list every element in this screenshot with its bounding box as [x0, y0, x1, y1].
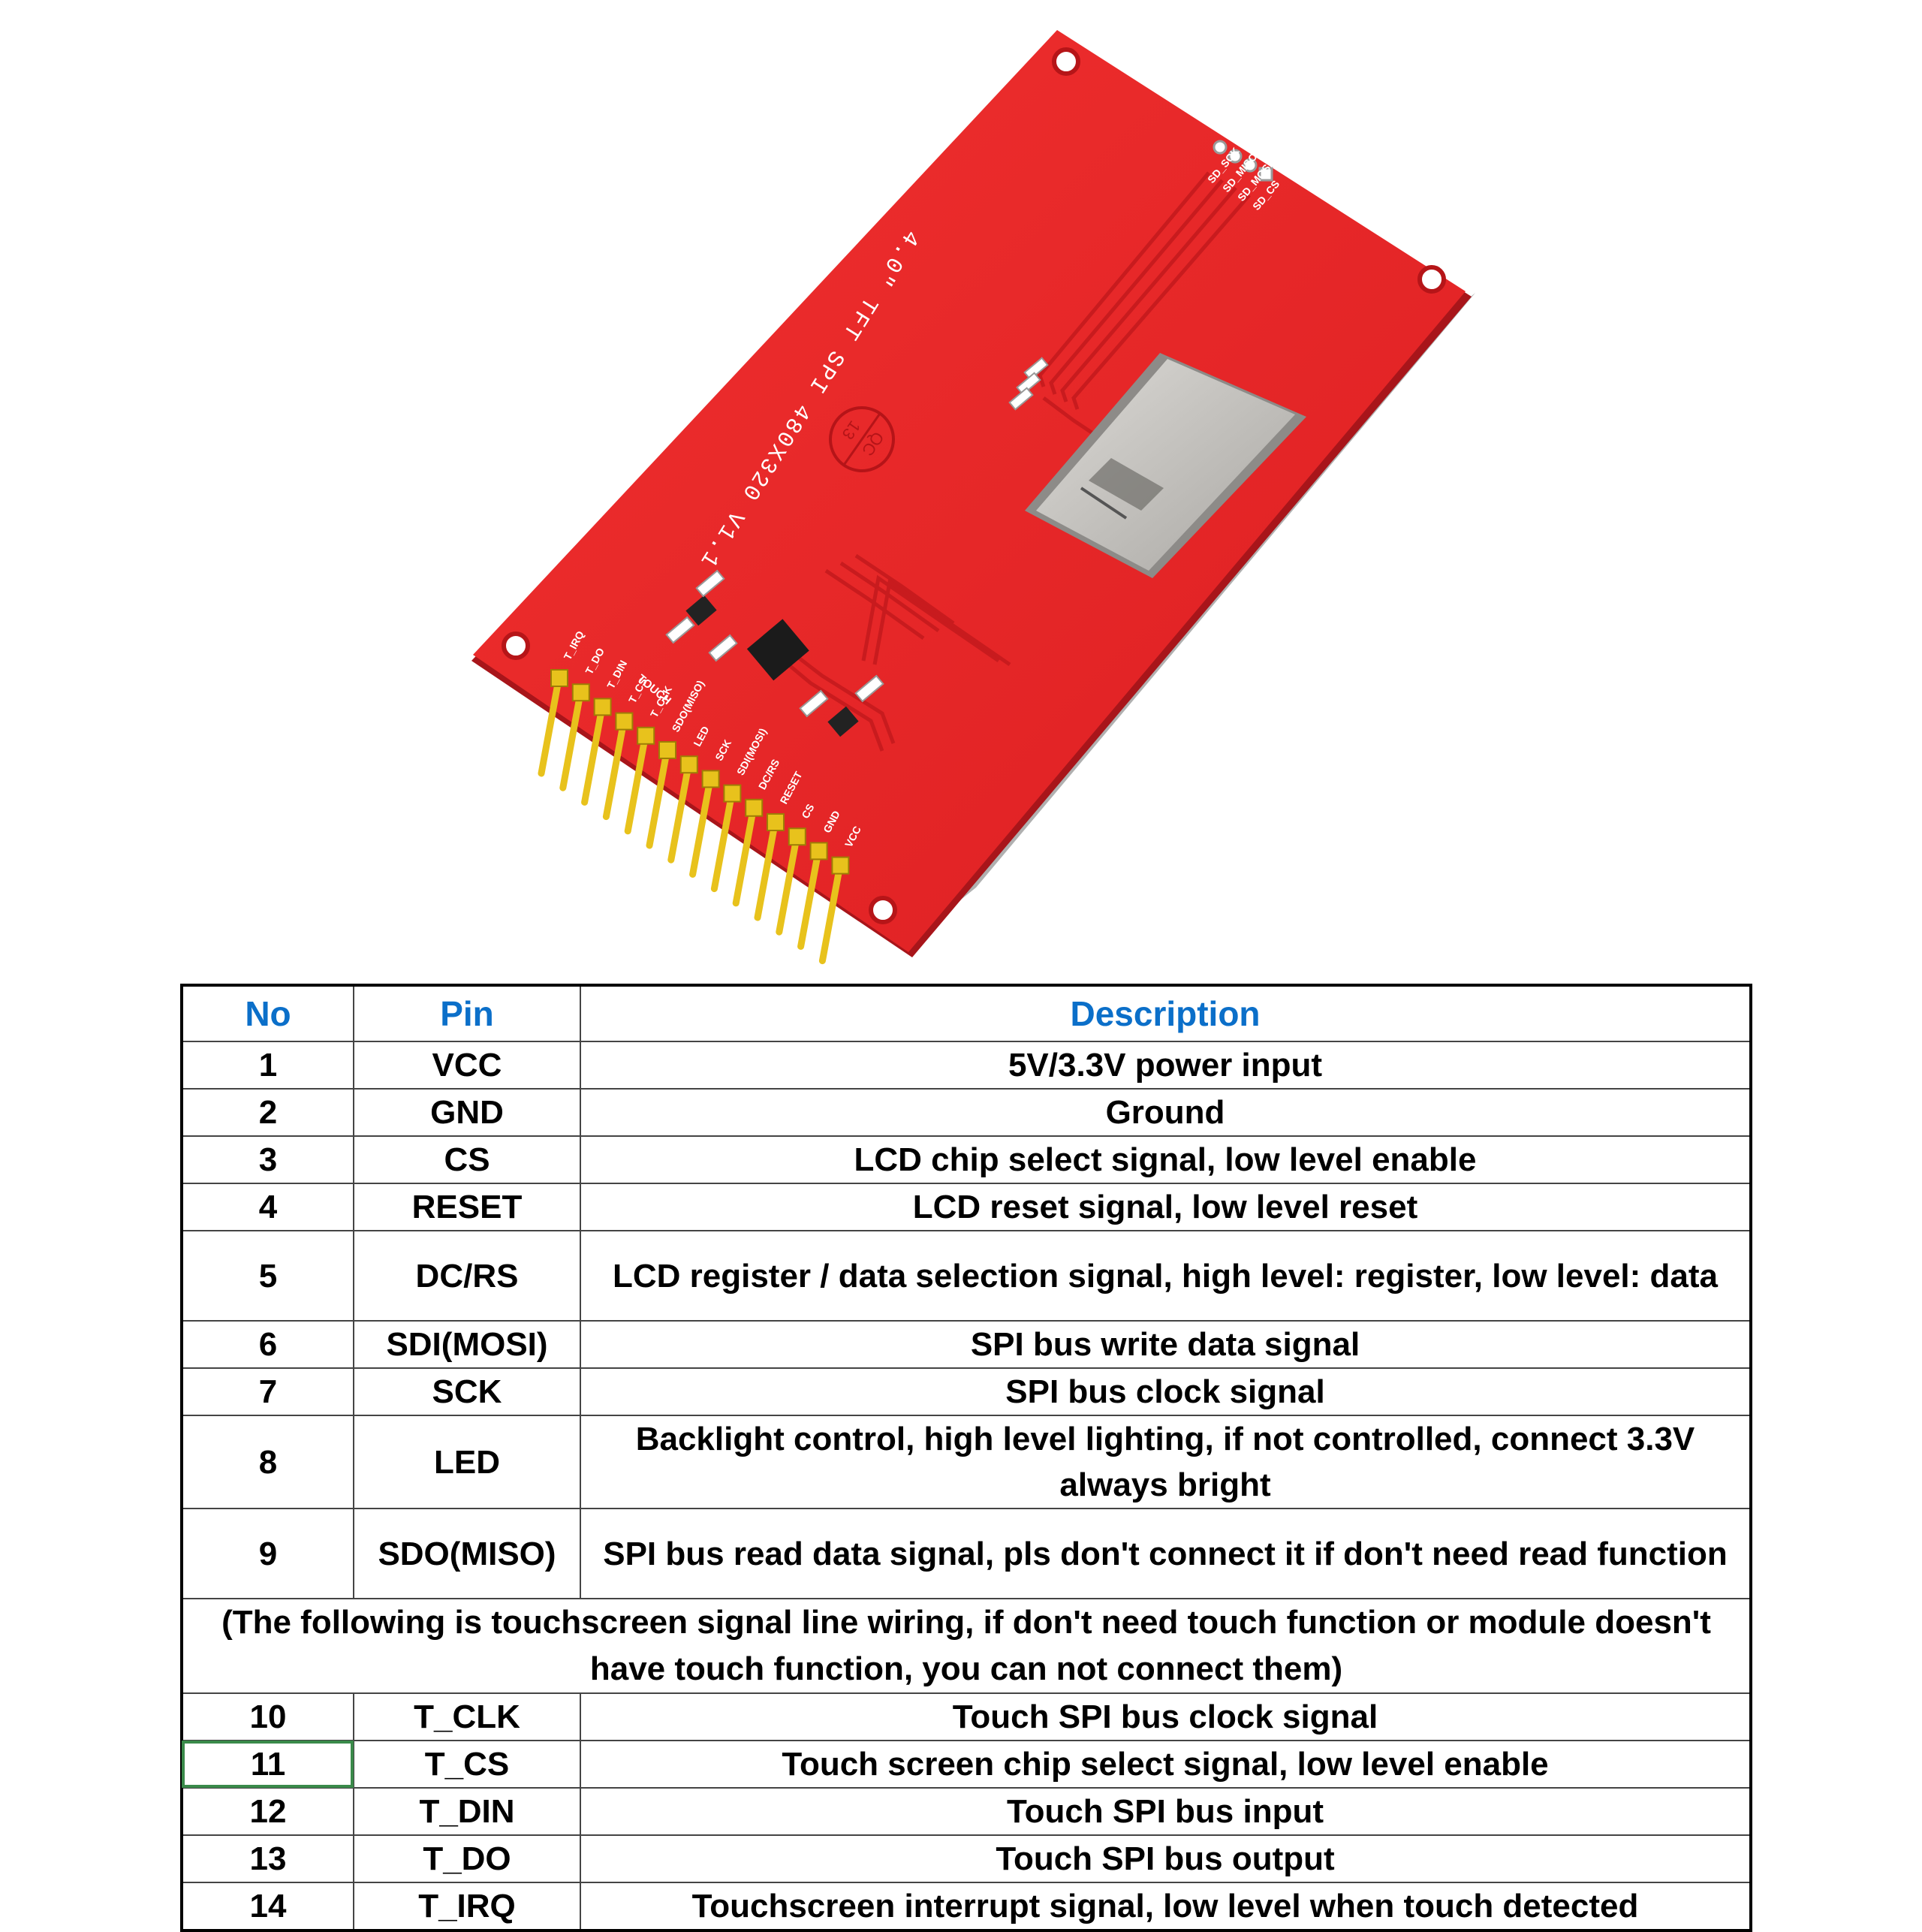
- table-row: 10 T_CLK Touch SPI bus clock signal: [181, 1692, 1752, 1741]
- header-pin: Pin: [353, 984, 581, 1042]
- cell-description: LCD register / data selection signal, hi…: [580, 1230, 1752, 1322]
- cell-description: SPI bus read data signal, pls don't conn…: [580, 1508, 1752, 1599]
- header-pin: [797, 842, 828, 950]
- cell-no: 3: [181, 1135, 354, 1184]
- table-row: 3 CS LCD chip select signal, low level e…: [181, 1135, 1752, 1184]
- table-row: 6 SDI(MOSI) SPI bus write data signal: [181, 1320, 1752, 1369]
- cell-description: LCD reset signal, low level reset: [580, 1183, 1752, 1231]
- cell-pin: GND: [353, 1088, 581, 1137]
- table-row: 7 SCK SPI bus clock signal: [181, 1367, 1752, 1416]
- cell-pin: SDO(MISO): [353, 1508, 581, 1599]
- table-row: 5 DC/RS LCD register / data selection si…: [181, 1230, 1752, 1322]
- cell-description: Touch screen chip select signal, low lev…: [580, 1740, 1752, 1789]
- cell-pin: T_CS: [353, 1740, 581, 1789]
- cell-no[interactable]: 11: [181, 1740, 354, 1789]
- cell-pin: VCC: [353, 1041, 581, 1090]
- cell-no: 2: [181, 1088, 354, 1137]
- table-row: 1 VCC 5V/3.3V power input: [181, 1041, 1752, 1090]
- sd-card-slot: [1025, 353, 1306, 578]
- cell-no: 9: [181, 1508, 354, 1599]
- table-row: 8 LED Backlight control, high level ligh…: [181, 1415, 1752, 1509]
- pcb-board: [471, 30, 1472, 957]
- tft-module-photo: SD_SCK SD_MISO SD_MOSI SD_CS 4.0" TFT SP…: [471, 30, 1475, 965]
- header-pin: [559, 683, 590, 791]
- header-pin: [710, 784, 742, 893]
- touch-note: (The following is touchscreen signal lin…: [181, 1598, 1752, 1694]
- cell-description: Touch SPI bus output: [580, 1834, 1752, 1883]
- cell-description: Touchscreen interrupt signal, low level …: [580, 1882, 1752, 1931]
- table-row: 4 RESET LCD reset signal, low level rese…: [181, 1183, 1752, 1231]
- table-row: 2 GND Ground: [181, 1088, 1752, 1137]
- table-row: 13 T_DO Touch SPI bus output: [181, 1834, 1752, 1883]
- cell-no: 12: [181, 1787, 354, 1836]
- header-pin: [602, 712, 634, 821]
- smd-components: [665, 357, 1049, 737]
- cell-description: Touch SPI bus input: [580, 1787, 1752, 1836]
- cell-no: 13: [181, 1834, 354, 1883]
- touch-note-row: (The following is touchscreen signal lin…: [181, 1598, 1752, 1694]
- cell-pin: SCK: [353, 1367, 581, 1416]
- header-pin: [538, 669, 568, 777]
- cell-description: Touch SPI bus clock signal: [580, 1692, 1752, 1741]
- cell-pin: T_CLK: [353, 1692, 581, 1741]
- cell-no: 8: [181, 1415, 354, 1509]
- cell-pin: T_DIN: [353, 1787, 581, 1836]
- header-pin: [624, 726, 655, 835]
- cell-no: 7: [181, 1367, 354, 1416]
- table-row: 14 T_IRQ Touchscreen interrupt signal, l…: [181, 1882, 1752, 1931]
- cell-pin: LED: [353, 1415, 581, 1509]
- header-pin: [667, 755, 698, 864]
- header-pin: [689, 770, 720, 878]
- mounting-holes: [502, 47, 1446, 924]
- cell-pin: CS: [353, 1135, 581, 1184]
- cell-no: 10: [181, 1692, 354, 1741]
- cell-description: Ground: [580, 1088, 1752, 1137]
- cell-pin: T_IRQ: [353, 1882, 581, 1931]
- cell-description: SPI bus clock signal: [580, 1367, 1752, 1416]
- table-header-row: No Pin Description: [181, 984, 1752, 1042]
- header-pin: [754, 813, 785, 921]
- header-description: Description: [580, 984, 1752, 1042]
- table-row: 11 T_CS Touch screen chip select signal,…: [181, 1740, 1752, 1789]
- cell-no: 6: [181, 1320, 354, 1369]
- cell-no: 5: [181, 1230, 354, 1322]
- header-pin: [818, 856, 850, 965]
- header-pin: [581, 698, 612, 806]
- table-row: 12 T_DIN Touch SPI bus input: [181, 1787, 1752, 1836]
- cell-pin: T_DO: [353, 1834, 581, 1883]
- pin-description-table: No Pin Description 1 VCC 5V/3.3V power i…: [180, 984, 1752, 1932]
- cell-description: 5V/3.3V power input: [580, 1041, 1752, 1090]
- cell-pin: SDI(MOSI): [353, 1320, 581, 1369]
- header-pin: [646, 741, 676, 849]
- cell-no: 1: [181, 1041, 354, 1090]
- cell-pin: RESET: [353, 1183, 581, 1231]
- table-row: 9 SDO(MISO) SPI bus read data signal, pl…: [181, 1508, 1752, 1599]
- header-pin: [776, 827, 806, 936]
- cell-no: 14: [181, 1882, 354, 1931]
- header-pin: [732, 798, 764, 907]
- cell-no: 4: [181, 1183, 354, 1231]
- header-pins: [538, 669, 850, 965]
- header-no: No: [181, 984, 354, 1042]
- cell-pin: DC/RS: [353, 1230, 581, 1322]
- cell-description: SPI bus write data signal: [580, 1320, 1752, 1369]
- sd-pads: [1213, 140, 1273, 182]
- cell-description: LCD chip select signal, low level enable: [580, 1135, 1752, 1184]
- cell-description: Backlight control, high level lighting, …: [580, 1415, 1752, 1509]
